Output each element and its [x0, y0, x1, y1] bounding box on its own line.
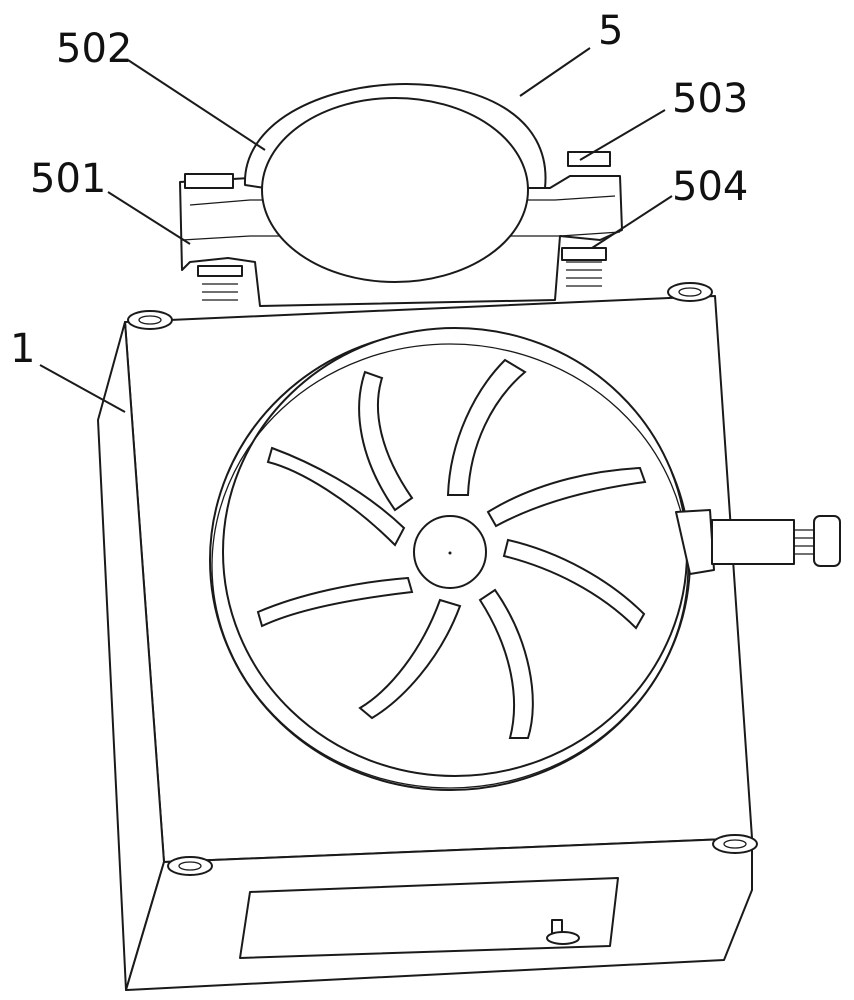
housing — [97, 282, 841, 991]
label-503: 503 — [672, 76, 748, 122]
clamp-bolt-left — [184, 173, 234, 189]
label-501: 501 — [30, 156, 106, 202]
label-504: 504 — [672, 164, 748, 210]
spring-right — [561, 247, 607, 287]
clamp-bolt-right — [567, 151, 611, 167]
hub-center-dot — [448, 551, 452, 555]
corner-screws — [127, 282, 758, 876]
label-502: 502 — [56, 26, 132, 72]
label-5: 5 — [598, 8, 623, 54]
spring-left — [197, 265, 243, 301]
leader-lines — [39, 47, 673, 413]
fan-slots — [256, 358, 647, 739]
bottom-window — [239, 877, 619, 959]
clamp-opening — [261, 97, 529, 283]
pipe-clamp — [179, 83, 623, 307]
bottom-knob — [546, 931, 580, 945]
label-1: 1 — [10, 326, 35, 372]
side-latch — [675, 509, 841, 575]
